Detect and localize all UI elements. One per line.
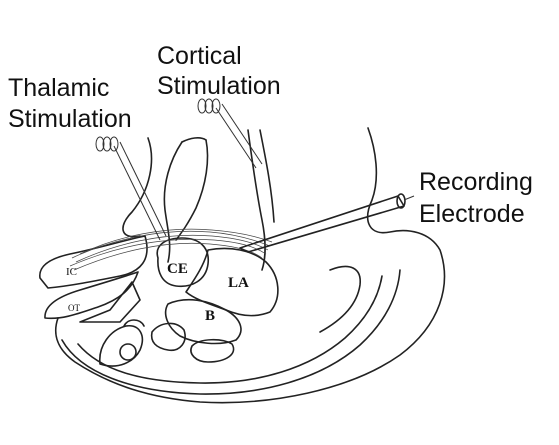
region-label-la: LA	[228, 275, 249, 291]
thalamic-label-line1: Thalamic	[8, 74, 109, 102]
ot-lower-wedge	[79, 281, 141, 323]
slice-outline	[54, 127, 446, 404]
right-lobe-curve	[319, 265, 361, 333]
internal-capsule-shape	[39, 235, 148, 289]
upper-left-curve	[122, 137, 153, 238]
cortical-label-line2: Stimulation	[157, 72, 281, 100]
central-structure-top	[181, 137, 207, 143]
lateral-nucleus-shape	[185, 247, 279, 317]
central-structure-right	[175, 139, 209, 241]
fiber-bundle	[69, 228, 273, 271]
region-label-ce: CE	[167, 261, 188, 277]
recording-label-line1: Recording	[419, 168, 533, 196]
cortical-label-line1: Cortical	[157, 42, 242, 70]
central-structure-left	[163, 141, 183, 263]
recording-electrode	[239, 193, 415, 253]
lower-center-shape	[150, 322, 186, 352]
lower-nucleus-left	[99, 325, 144, 367]
cortical-electrode	[197, 98, 263, 169]
region-label-ic: IC	[66, 266, 77, 278]
optic-tract-shape	[44, 271, 139, 320]
basal-nucleus-shape	[164, 298, 242, 345]
inner-band-inner	[77, 275, 383, 384]
upper-right-structure-right	[259, 129, 275, 223]
recording-label-line2: Electrode	[419, 200, 525, 228]
central-nucleus-shape	[156, 237, 209, 288]
thalamic-label-line2: Stimulation	[8, 105, 132, 133]
thalamic-electrode	[95, 136, 167, 241]
lower-nucleus-right	[190, 338, 235, 363]
region-label-ot: OT	[68, 303, 80, 313]
lower-nucleus-dot	[119, 343, 137, 361]
upper-right-structure-left	[247, 129, 266, 271]
inner-band-outer	[61, 269, 401, 395]
region-label-b: B	[205, 308, 215, 324]
lower-nucleus-cap	[123, 319, 145, 327]
